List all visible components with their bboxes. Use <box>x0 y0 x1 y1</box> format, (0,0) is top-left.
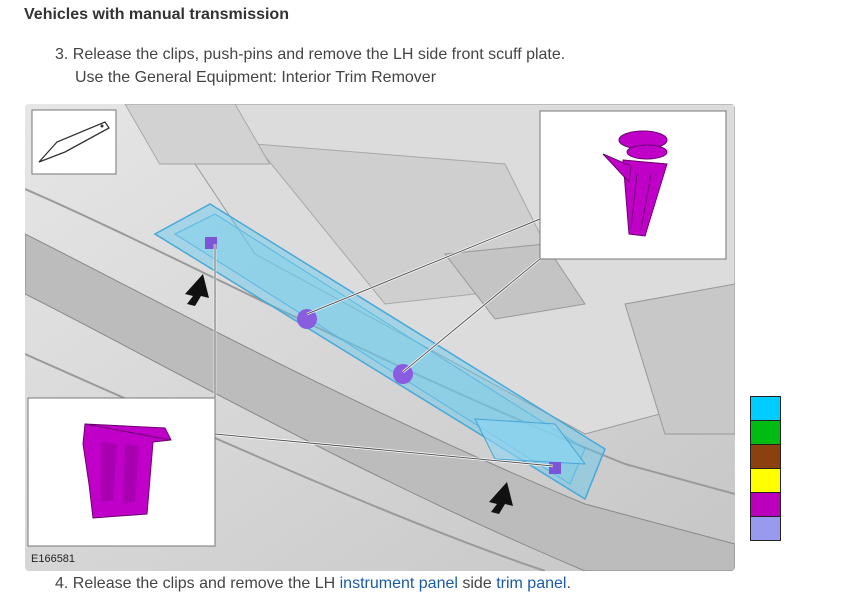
legend-swatch-3 <box>750 444 781 469</box>
door-sill <box>25 233 735 571</box>
push-pin-front <box>297 309 317 329</box>
trim-panel-link[interactable]: trim panel <box>496 575 567 592</box>
clip-detail-icon <box>82 423 172 519</box>
leader-line-4 <box>214 433 554 467</box>
leader-line-1 <box>306 218 541 315</box>
pedal-area <box>124 104 271 165</box>
step-3-number: 3. <box>55 46 69 63</box>
arrow-icon-front <box>185 274 209 306</box>
scuff-plate-inner <box>173 213 586 485</box>
step-4: 4. Release the clips and remove the LH i… <box>55 572 571 595</box>
scuff-plate-end-tab <box>474 418 587 465</box>
step-4-text-after: . <box>566 575 571 592</box>
floor-rear-panel <box>624 283 735 435</box>
step-4-text-before: Release the clips and remove the LH <box>72 575 336 592</box>
trim-remover-tool-icon <box>38 121 110 163</box>
illustration-drawing: E166581 <box>25 104 735 571</box>
step-3: 3. Release the clips, push-pins and remo… <box>55 43 565 89</box>
instrument-panel-link[interactable]: instrument panel <box>339 575 458 592</box>
legend-swatch-6 <box>750 516 781 541</box>
figure-id-label: E166581 <box>31 553 75 565</box>
sill-lower-line <box>25 353 546 571</box>
section-heading: Vehicles with manual transmission <box>24 6 289 23</box>
legend-swatch-5 <box>750 492 781 517</box>
push-pin-detail-icon <box>602 130 668 237</box>
step-3-text: Release the clips, push-pins and remove … <box>72 46 566 63</box>
step-4-text-middle: side <box>462 575 492 592</box>
color-legend <box>750 396 781 541</box>
legend-swatch-4 <box>750 468 781 493</box>
legend-swatch-1 <box>750 396 781 421</box>
legend-swatch-2 <box>750 420 781 445</box>
arrow-icon-rear <box>489 482 513 514</box>
leader-line-2 <box>402 258 541 373</box>
clip-fastener-rear <box>549 462 561 474</box>
scuff-plate-illustration: E166581 <box>25 104 735 571</box>
step-3-subtext: Use the General Equipment: Interior Trim… <box>75 69 437 86</box>
floor-bracket <box>444 243 586 320</box>
step-4-number: 4. <box>55 575 69 592</box>
